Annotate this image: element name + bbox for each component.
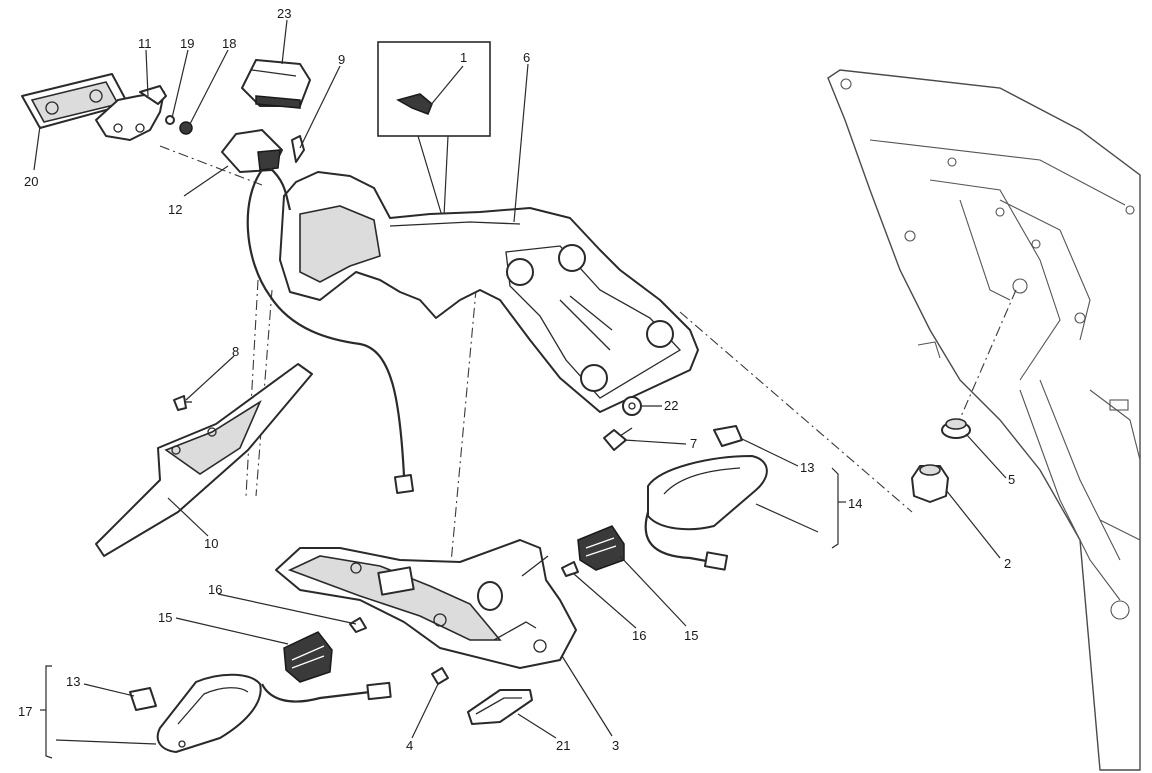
reflector-21 xyxy=(467,689,533,725)
screw-left-16 xyxy=(349,617,367,633)
callout-1: 1 xyxy=(460,50,467,65)
bracket-10 xyxy=(95,363,313,557)
callout-4: 4 xyxy=(406,738,413,753)
callout-19: 19 xyxy=(180,36,194,51)
callout-22: 22 xyxy=(664,398,678,413)
part-12 xyxy=(221,129,283,173)
part-23 xyxy=(241,59,311,109)
callout-17: 17 xyxy=(18,704,32,719)
callout-21: 21 xyxy=(556,738,570,753)
screw-8 xyxy=(173,395,192,411)
lower-bracket-3 xyxy=(275,539,577,669)
main-bracket-6 xyxy=(279,171,699,413)
callout-15-left: 15 xyxy=(158,610,172,625)
indicator-left-17 xyxy=(129,673,392,753)
spring-left-15 xyxy=(283,631,333,683)
grommet-2 xyxy=(911,464,949,503)
washer-22 xyxy=(622,396,642,416)
callout-2: 2 xyxy=(1004,556,1011,571)
rear-frame xyxy=(827,69,1141,771)
callout-7: 7 xyxy=(690,436,697,451)
screw-7 xyxy=(603,427,633,451)
indicator-right-14 xyxy=(644,425,768,571)
callout-6: 6 xyxy=(523,50,530,65)
screw-4 xyxy=(431,667,449,685)
nut-18 xyxy=(179,121,193,135)
callout-23: 23 xyxy=(277,6,291,21)
leader-lines xyxy=(33,19,1007,759)
callout-14: 14 xyxy=(848,496,862,511)
spring-right-15 xyxy=(577,525,625,571)
callout-9: 9 xyxy=(338,52,345,67)
callout-8: 8 xyxy=(232,344,239,359)
callout-11: 11 xyxy=(138,36,152,51)
callout-labels: 1 6 23 9 11 19 18 20 12 8 10 22 7 13 14 … xyxy=(18,6,1015,753)
callout-12: 12 xyxy=(168,202,182,217)
callout-13-right: 13 xyxy=(800,460,814,475)
callout-16-right: 16 xyxy=(632,628,646,643)
part-9 xyxy=(291,135,305,163)
callout-18: 18 xyxy=(222,36,236,51)
part-1-inset xyxy=(377,41,491,217)
grommet-5 xyxy=(941,418,971,439)
callout-20: 20 xyxy=(24,174,38,189)
callout-3: 3 xyxy=(612,738,619,753)
screw-right-16 xyxy=(561,561,579,577)
bracket-11 xyxy=(95,85,167,141)
callout-5: 5 xyxy=(1008,472,1015,487)
callout-10: 10 xyxy=(204,536,218,551)
callout-13-left: 13 xyxy=(66,674,80,689)
wire-harness xyxy=(246,167,415,495)
callout-16-left: 16 xyxy=(208,582,222,597)
callout-15-right: 15 xyxy=(684,628,698,643)
